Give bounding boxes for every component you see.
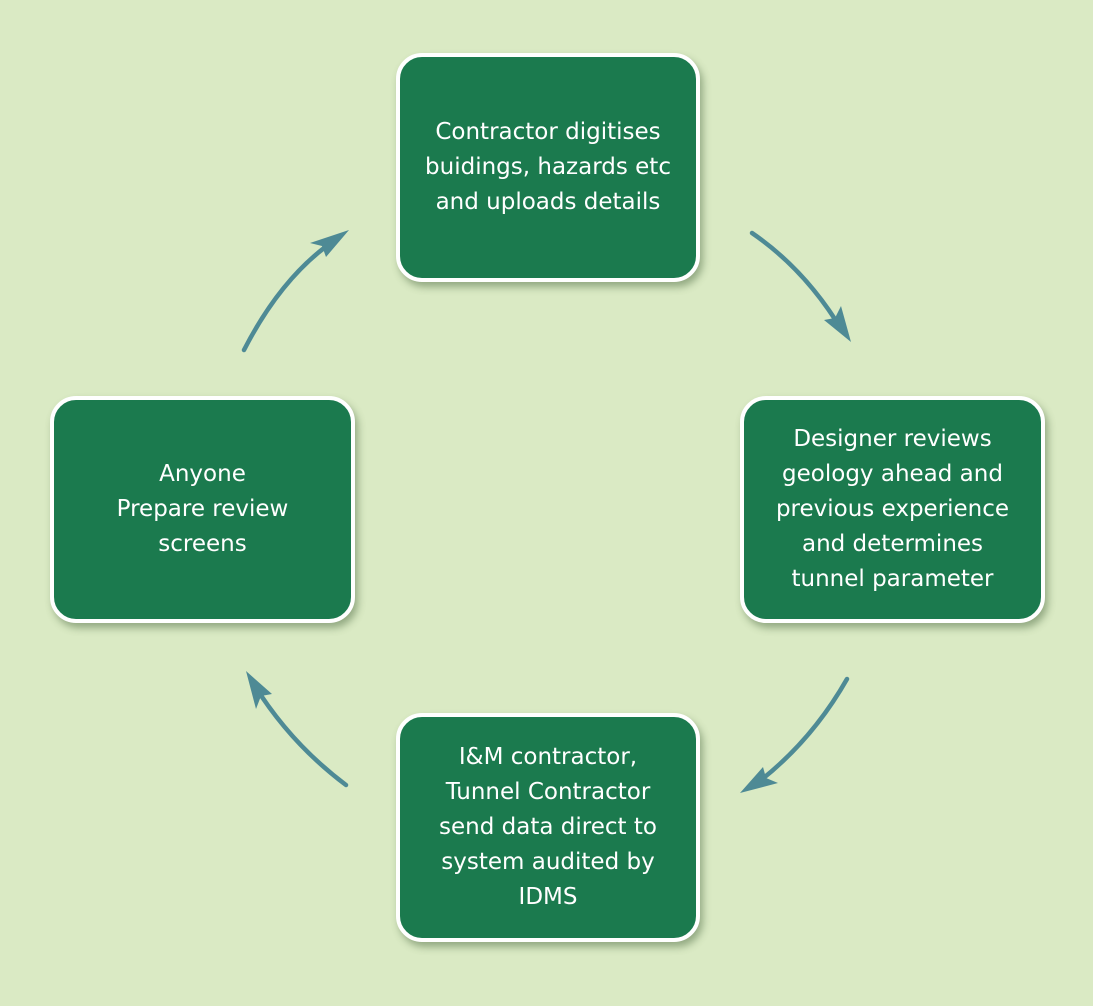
- step-contractor-digitises: Contractor digitises buidings, hazards e…: [396, 53, 700, 282]
- step-designer-reviews-text: Designer reviews geology ahead and previ…: [775, 426, 1010, 592]
- step-contractor-digitises-text: Contractor digitises buidings, hazards e…: [425, 119, 671, 215]
- step-designer-reviews: Designer reviews geology ahead and previ…: [740, 396, 1045, 623]
- arrow-left-to-top: [241, 230, 349, 353]
- step-prepare-review-screens-text: Anyone Prepare review screens: [116, 461, 289, 557]
- arrow-bottom-to-left: [246, 671, 349, 788]
- step-contractors-send-data-text: I&M contractor, Tunnel Contractor send d…: [439, 744, 657, 910]
- arrow-right-to-bottom: [740, 676, 850, 793]
- step-contractors-send-data: I&M contractor, Tunnel Contractor send d…: [396, 713, 700, 942]
- step-prepare-review-screens: Anyone Prepare review screens: [50, 396, 355, 623]
- arrow-top-to-right: [749, 230, 851, 342]
